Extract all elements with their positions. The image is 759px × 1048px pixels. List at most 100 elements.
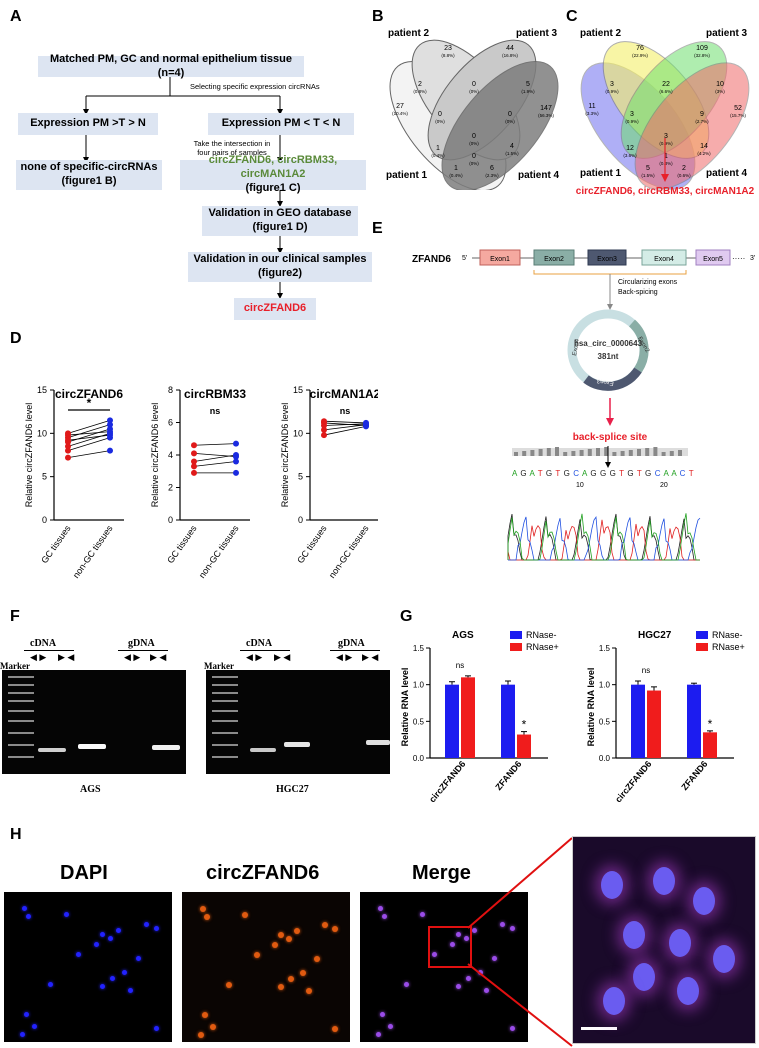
venn-b-region-count-9: 1 [436,145,440,152]
flow-left-result-1: none of specific-circRNAs [20,161,158,174]
point-gc [191,463,197,470]
flow-final-text: circZFAND6 [243,302,307,315]
scale-bar [581,1027,617,1030]
venn-b-region-pct-9: (0.4%) [431,153,445,158]
seq-quality-bar [661,452,666,456]
cell [466,976,471,981]
bar [461,677,475,758]
cell [456,932,461,937]
ladder-band [8,720,34,722]
cell [202,1012,208,1018]
y-tick-label: 15 [37,385,47,395]
point-nongc [107,447,113,454]
ladder-band [212,732,238,734]
zoom-cell [633,963,655,991]
seq-quality-bar [587,449,592,456]
flow-clinical-1: Validation in our clinical samples [193,253,367,266]
venn-b-region-pct-10: (0%) [469,141,479,146]
chart-title: HGC27 [638,630,672,641]
primer-conv-1: ▶ ◀ [58,652,75,662]
y-tick-label: 6 [168,418,173,428]
y-axis-label: Relative circZFAND6 level [24,403,34,508]
seq-quality-bar [620,451,625,456]
cell [472,928,477,933]
y-tick-label: 0.0 [599,754,611,763]
fish-circ-image [182,892,350,1042]
venn-b-region-pct-7: (0%) [435,119,445,124]
y-axis-label: Relative RNA level [400,668,410,747]
venn-b-region-count-0: 23 [444,45,452,52]
point-gc [191,469,197,476]
seq-base: G [590,469,600,478]
venn-b-region-pct-6: (56.3%) [538,113,554,118]
cell [510,926,515,931]
cell [24,1012,29,1017]
pair-line [67,431,111,436]
seq-quality-bar [612,452,617,456]
venn-c-region-pct-4: (6.6%) [659,89,673,94]
flow-box-left-mid: Expression PM >T > N [18,113,158,135]
y-tick-label: 0 [298,515,303,525]
seq-base: G [520,469,529,478]
venn-c-arrowhead [661,174,669,182]
x-tick-label: GC tissues [165,523,199,565]
venn-c-region-count-3: 3 [610,81,614,88]
seq-quality-bar [678,450,682,456]
venn-b-region-count-5: 5 [526,81,530,88]
x-tick-label: ZFAND6 [679,759,709,792]
x-tick-label: GC tissues [39,523,73,565]
venn-c-region-count-1: 109 [696,45,708,52]
cell [48,982,53,987]
seq-quality-bar [637,449,641,456]
y-tick-label: 1.0 [599,681,611,690]
seq-base: T [619,469,627,478]
seq-quality-bar [571,451,576,456]
y-axis-label: Relative circZFAND6 level [280,403,290,508]
cell [154,926,159,931]
y-tick-label: 0.5 [599,717,611,726]
venn-c-label-p1: patient 1 [580,168,622,179]
venn-b-region-count-12: 1 [454,165,458,172]
y-tick-label: 4 [168,450,173,460]
cell [20,1032,25,1037]
flow-left-mid-text: Expression PM >T > N [30,117,146,130]
chromatogram-trace [507,513,701,561]
seq-quality-bar [669,451,674,456]
legend-swatch [510,631,522,639]
venn-c-region-pct-9: (3.6%) [623,153,637,158]
cell [144,922,149,927]
y-tick-label: 1.5 [599,644,611,653]
cell [456,984,461,989]
zoom-cell [677,977,699,1005]
zoom-cell [601,871,623,899]
pair-line [67,419,111,434]
process-label-1: Circularizing exons [618,279,678,286]
flow-top-text: Matched PM, GC and normal epithelium tis… [49,52,293,79]
seq-num-20: 20 [660,482,668,489]
venn-c-region-count-7: 3 [630,111,634,118]
venn-b-regions: 23(8.8%)44(16.8%)27(10.4%)2(0.8%)0(0%)5(… [392,45,554,178]
cell [204,914,210,920]
venn-b-label-p2: patient 2 [388,28,430,39]
ladder-band [8,700,34,702]
cell [478,970,483,975]
zoom-box [428,926,472,968]
venn-c-region-pct-14: (0.6%) [677,173,691,178]
primer-conv-4: ▶ ◀ [362,652,379,662]
gene-five-prime: 5' [462,255,467,262]
ladder-band [8,676,34,678]
point-gc [321,418,327,425]
cell [332,1026,338,1032]
cell [380,1012,385,1017]
flow-box-clinical: Validation in our clinical samples (figu… [188,252,372,282]
venn-b-region-pct-13: (0%) [469,161,479,166]
seq-base: A [512,469,520,478]
ladder-band [8,684,34,686]
pair-line [193,461,237,467]
gene-structure-e: ZFAND6 5' Exon1 Exon2 Exon3 Exon4 Exon5 … [412,249,755,561]
zoom-cell [603,987,625,1015]
chart-title: circRBM33 [184,387,246,401]
gene-dots: ····· [732,254,745,263]
